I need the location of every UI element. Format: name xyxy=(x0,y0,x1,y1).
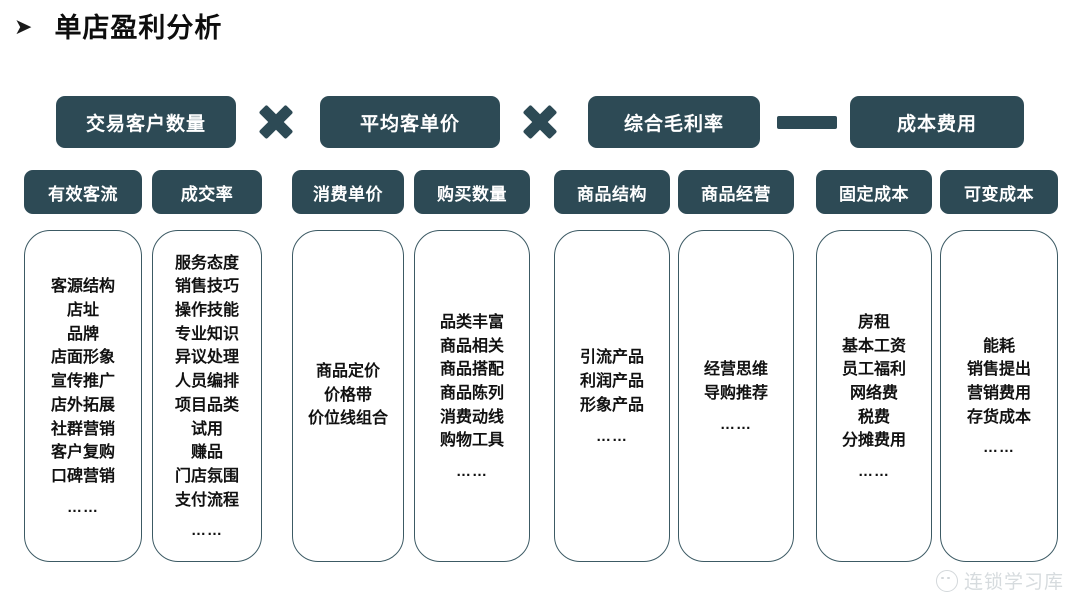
detail-card-item: 品牌 xyxy=(66,325,99,343)
category-pill-5[interactable]: 商品经营 xyxy=(678,170,794,214)
detail-card-item: 客源结构 xyxy=(50,278,115,296)
detail-card-item: 门店氛围 xyxy=(174,468,239,486)
detail-card-list: 客源结构店址品牌店面形象宣传推广店外拓展社群营销客户复购口碑营销 …… xyxy=(29,276,137,515)
detail-card-ellipsis: …… xyxy=(456,463,488,481)
category-pill-4[interactable]: 商品结构 xyxy=(554,170,670,214)
detail-card-item: 分摊费用 xyxy=(841,432,906,450)
detail-card-item: 赚品 xyxy=(190,444,223,462)
detail-card-item: 购物工具 xyxy=(439,432,504,450)
detail-card-item: 客户复购 xyxy=(50,444,115,462)
detail-card-item: 支付流程 xyxy=(174,491,239,509)
detail-card-ellipsis: …… xyxy=(191,522,223,540)
arrow-right-icon: ➤ xyxy=(14,13,33,39)
detail-card-item: 导购推荐 xyxy=(703,385,768,402)
detail-card-item: 试用 xyxy=(190,420,223,438)
multiply-glyph-icon xyxy=(520,104,560,140)
detail-card-ellipsis: …… xyxy=(720,415,752,433)
detail-card-item: 经营思维 xyxy=(703,361,768,379)
detail-card-ellipsis: …… xyxy=(858,463,890,481)
detail-card-item: 商品相关 xyxy=(439,337,504,355)
detail-card-item: 价位线组合 xyxy=(307,410,388,428)
detail-card-variable-cost[interactable]: 能耗销售提出营销费用存货成本 …… xyxy=(940,230,1058,562)
formula-term-3[interactable]: 成本费用 xyxy=(850,96,1024,148)
detail-card-list: 品类丰富商品相关商品搭配商品陈列消费动线购物工具 …… xyxy=(419,312,525,480)
detail-card-list: 房租基本工资员工福利网络费税费分摊费用 …… xyxy=(821,312,927,480)
detail-card-item: 口碑营销 xyxy=(50,468,115,486)
detail-card-item: 引流产品 xyxy=(579,349,644,367)
detail-card-conversion-rate[interactable]: 服务态度销售技巧操作技能专业知识异议处理人员编排项目品类试用赚品门店氛围支付流程… xyxy=(152,230,262,562)
detail-card-item: 操作技能 xyxy=(174,301,239,319)
detail-card-item: 销售提出 xyxy=(966,361,1031,379)
detail-card-item: 存货成本 xyxy=(966,408,1031,426)
detail-card-item: 房租 xyxy=(857,313,890,331)
detail-card-item: 项目品类 xyxy=(174,396,239,414)
detail-card-item: 商品陈列 xyxy=(439,385,504,402)
formula-term-0[interactable]: 交易客户数量 xyxy=(56,96,236,148)
detail-card-item: 形象产品 xyxy=(579,396,644,414)
multiply-icon xyxy=(256,96,296,148)
detail-card-purchase-quantity[interactable]: 品类丰富商品相关商品搭配商品陈列消费动线购物工具 …… xyxy=(414,230,530,562)
detail-card-item: 宣传推广 xyxy=(50,373,115,391)
detail-card-product-structure[interactable]: 引流产品利润产品形象产品 …… xyxy=(554,230,670,562)
detail-card-list: 服务态度销售技巧操作技能专业知识异议处理人员编排项目品类试用赚品门店氛围支付流程… xyxy=(157,253,257,540)
detail-card-unit-price[interactable]: 商品定价价格带价位线组合 xyxy=(292,230,404,562)
detail-card-item: 商品定价 xyxy=(315,362,380,380)
detail-card-list: 经营思维导购推荐 …… xyxy=(683,359,789,432)
formula-term-1[interactable]: 平均客单价 xyxy=(320,96,500,148)
detail-card-item: 利润产品 xyxy=(579,373,644,391)
category-pill-2[interactable]: 消费单价 xyxy=(292,170,404,214)
multiply-glyph-icon xyxy=(256,104,296,140)
detail-card-ellipsis: …… xyxy=(983,439,1015,457)
category-pill-3[interactable]: 购买数量 xyxy=(414,170,530,214)
category-pill-0[interactable]: 有效客流 xyxy=(24,170,142,214)
page-title-row: ➤ 单店盈利分析 xyxy=(14,6,222,45)
detail-card-item: 能耗 xyxy=(982,337,1015,355)
detail-card-item: 人员编排 xyxy=(174,373,239,391)
detail-card-item: 服务态度 xyxy=(174,254,239,272)
category-pill-1[interactable]: 成交率 xyxy=(152,170,262,214)
watermark-text: 连锁学习库 xyxy=(963,572,1064,593)
detail-card-list: 商品定价价格带价位线组合 xyxy=(297,361,399,431)
detail-card-effective-traffic[interactable]: 客源结构店址品牌店面形象宣传推广店外拓展社群营销客户复购口碑营销 …… xyxy=(24,230,142,562)
detail-card-list: 引流产品利润产品形象产品 …… xyxy=(559,347,665,444)
watermark-logo-icon xyxy=(935,569,958,592)
detail-card-item: 社群营销 xyxy=(50,420,115,438)
detail-card-item: 专业知识 xyxy=(174,325,239,343)
detail-card-item: 异议处理 xyxy=(174,349,239,367)
detail-card-item: 店面形象 xyxy=(50,349,115,367)
detail-card-ellipsis: …… xyxy=(67,498,99,516)
detail-card-item: 商品搭配 xyxy=(439,361,504,379)
detail-card-item: 营销费用 xyxy=(966,385,1031,402)
watermark: 连锁学习库 xyxy=(935,567,1064,594)
page-title: 单店盈利分析 xyxy=(54,13,223,43)
detail-card-list: 能耗销售提出营销费用存货成本 …… xyxy=(945,336,1053,457)
formula-row: 交易客户数量 平均客单价 综合毛利率 成本费用 xyxy=(0,96,1080,148)
detail-card-product-operation[interactable]: 经营思维导购推荐 …… xyxy=(678,230,794,562)
category-pill-7[interactable]: 可变成本 xyxy=(940,170,1058,214)
detail-card-item: 店址 xyxy=(66,301,99,319)
formula-term-2[interactable]: 综合毛利率 xyxy=(588,96,760,148)
multiply-icon xyxy=(520,96,560,148)
detail-card-item: 价格带 xyxy=(323,386,372,404)
detail-card-item: 基本工资 xyxy=(841,337,906,355)
detail-card-item: 消费动线 xyxy=(439,408,504,426)
detail-card-item: 销售技巧 xyxy=(174,278,239,296)
minus-glyph-icon xyxy=(777,115,837,129)
detail-card-ellipsis: …… xyxy=(596,427,628,445)
detail-card-item: 店外拓展 xyxy=(50,396,115,414)
minus-icon xyxy=(777,96,837,148)
detail-card-row: 客源结构店址品牌店面形象宣传推广店外拓展社群营销客户复购口碑营销……服务态度销售… xyxy=(0,230,1080,562)
detail-card-item: 网络费 xyxy=(849,385,898,402)
detail-card-item: 员工福利 xyxy=(841,361,906,379)
detail-card-item: 品类丰富 xyxy=(439,313,504,331)
detail-card-fixed-cost[interactable]: 房租基本工资员工福利网络费税费分摊费用 …… xyxy=(816,230,932,562)
category-row: 有效客流成交率消费单价购买数量商品结构商品经营固定成本可变成本 xyxy=(0,170,1080,214)
detail-card-item: 税费 xyxy=(857,408,890,426)
category-pill-6[interactable]: 固定成本 xyxy=(816,170,932,214)
